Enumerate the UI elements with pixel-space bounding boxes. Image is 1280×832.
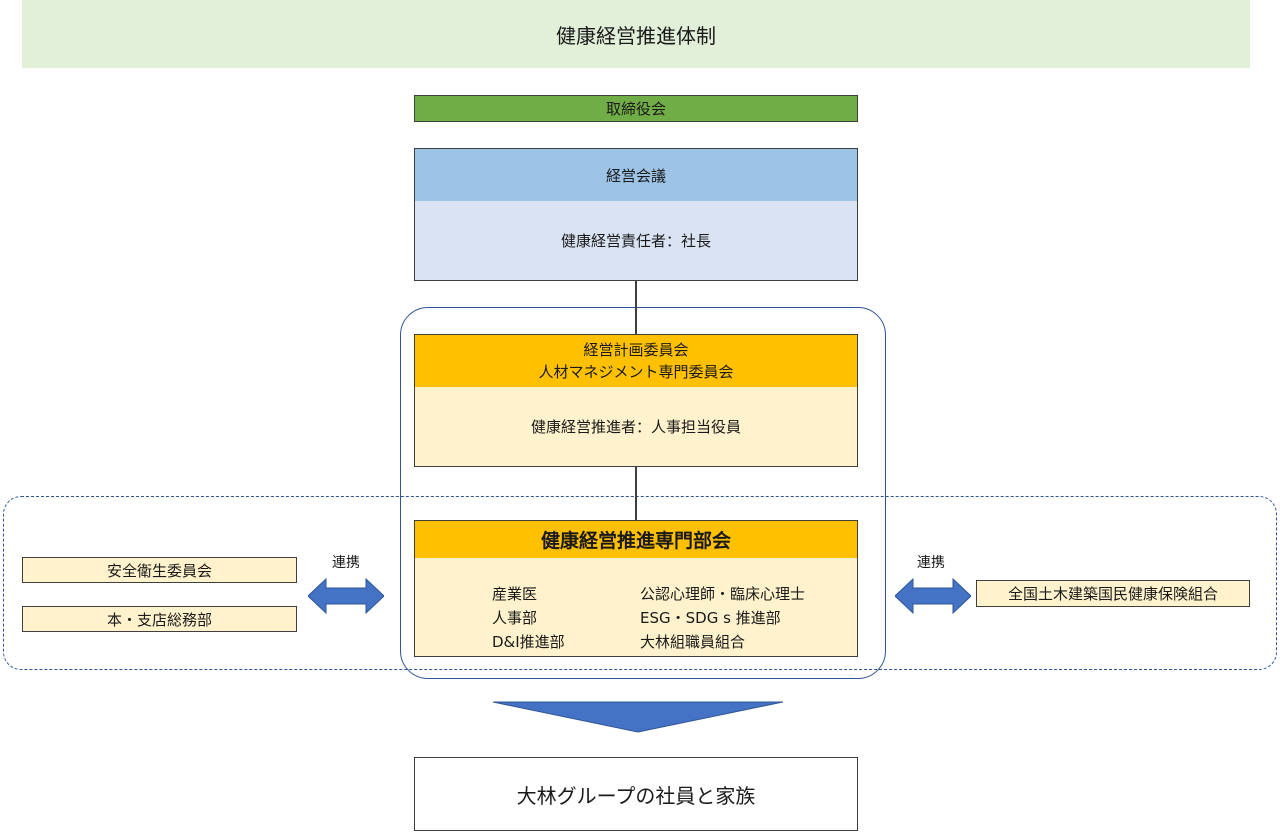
- right-double-arrow-icon: [895, 578, 971, 614]
- employees-and-families-box: 大林グループの社員と家族: [414, 757, 858, 831]
- planning-body-label: 健康経営推進者：人事担当役員: [530, 418, 741, 436]
- diagram-title: 健康経営推進体制: [556, 23, 716, 48]
- branch-general-affairs-box: 本・支店総務部: [22, 606, 297, 632]
- safety-committee-label: 安全衛生委員会: [106, 561, 212, 580]
- member-right-column: 公認心理師・臨床心理士 ESG・SDG s 推進部 大林組職員組合: [640, 582, 805, 654]
- connector-line-upper: [635, 281, 637, 334]
- member-item: D&I推進部: [492, 633, 565, 651]
- diagram-title-banner: 健康経営推進体制: [22, 0, 1250, 68]
- planning-header-line2: 人材マネジメント専門委員会: [538, 363, 734, 381]
- health-insurance-union-box: 全国土木建築国民健康保険組合: [976, 580, 1250, 607]
- health-dept-title: 健康経営推進専門部会: [540, 530, 731, 552]
- management-meeting-body: 健康経営責任者：社長: [414, 201, 858, 281]
- management-header-label: 経営会議: [605, 166, 666, 185]
- safety-committee-box: 安全衛生委員会: [22, 557, 297, 583]
- left-link-label: 連携: [318, 551, 374, 573]
- health-dept-header: 健康経営推進専門部会: [414, 520, 858, 558]
- core-committee-frame: [400, 307, 886, 679]
- employees-label: 大林グループの社員と家族: [516, 783, 756, 808]
- left-link-text: 連携: [332, 555, 360, 571]
- member-left-column: 産業医 人事部 D&I推進部: [492, 582, 565, 654]
- board-of-directors-box: 取締役会: [414, 95, 858, 122]
- planning-committee-body: 健康経営推進者：人事担当役員: [414, 387, 858, 467]
- planning-committee-header: 経営計画委員会 人材マネジメント専門委員会: [414, 334, 858, 387]
- planning-header-line1: 経営計画委員会: [583, 341, 689, 359]
- branch-label: 本・支店総務部: [106, 610, 212, 629]
- management-meeting-header: 経営会議: [414, 148, 858, 201]
- insurance-label: 全国土木建築国民健康保険組合: [1007, 585, 1218, 603]
- right-link-text: 連携: [917, 555, 945, 571]
- health-dept-members: 産業医 人事部 D&I推進部 公認心理師・臨床心理士 ESG・SDG s 推進部…: [414, 558, 858, 657]
- member-item: ESG・SDG s 推進部: [640, 609, 781, 627]
- left-double-arrow-icon: [308, 578, 384, 614]
- member-item: 人事部: [492, 609, 538, 627]
- management-body-label: 健康経営責任者：社長: [560, 232, 711, 250]
- collaboration-dashed-frame: [3, 496, 1277, 670]
- board-label: 取締役会: [605, 100, 666, 118]
- member-item: 産業医: [492, 585, 538, 603]
- down-triangle-arrow-icon: [493, 701, 783, 733]
- member-item: 大林組職員組合: [640, 633, 746, 651]
- connector-line-lower: [635, 467, 637, 520]
- right-link-label: 連携: [903, 551, 959, 573]
- member-item: 公認心理師・臨床心理士: [640, 585, 806, 603]
